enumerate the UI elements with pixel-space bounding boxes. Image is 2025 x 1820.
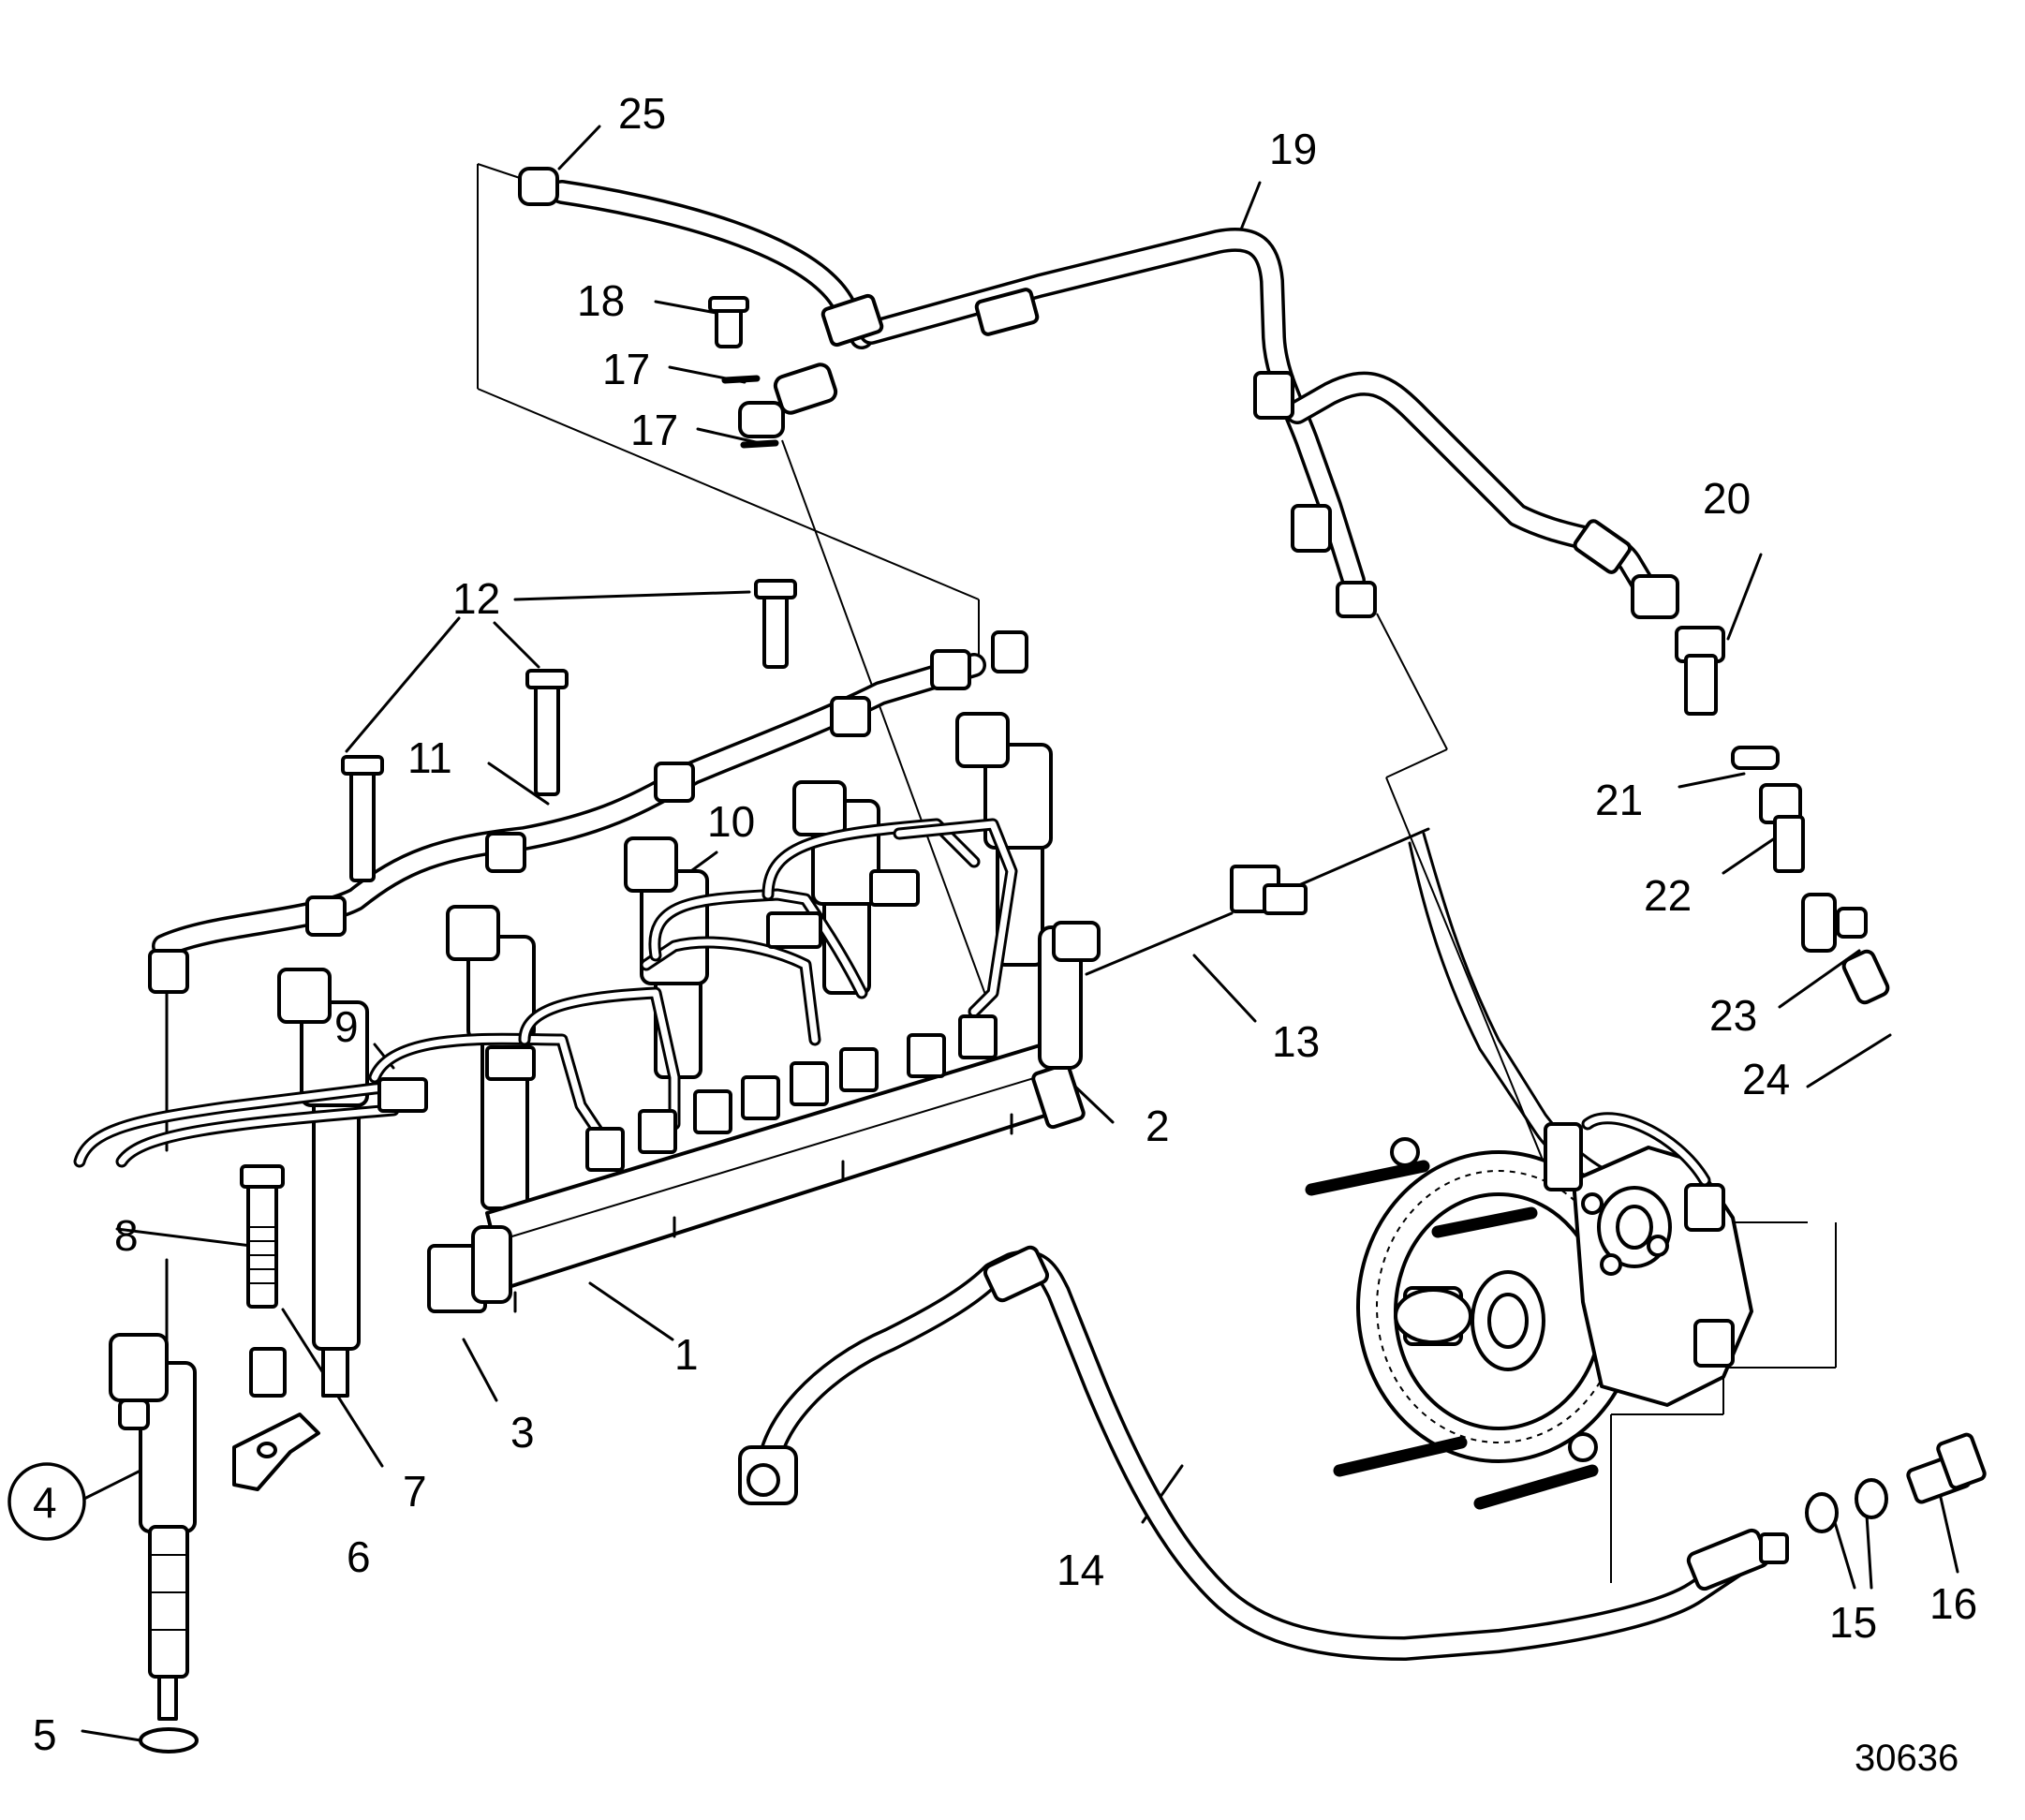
callout-10: 10 — [707, 797, 755, 846]
sealing-washer-15a — [1805, 1492, 1839, 1533]
callout-21: 21 — [1595, 776, 1643, 824]
callout-11: 11 — [407, 733, 452, 782]
callout-25: 25 — [618, 89, 666, 138]
callout-16: 16 — [1929, 1579, 1977, 1628]
callout-14: 14 — [1057, 1546, 1104, 1594]
callout-22: 22 — [1644, 871, 1692, 920]
callout-8: 8 — [114, 1211, 139, 1260]
connector-parts-20-24 — [1631, 574, 1890, 1005]
fuel-pipe-14 — [738, 1245, 1987, 1661]
callout-3: 3 — [510, 1408, 535, 1457]
callout-17-upper: 17 — [602, 345, 650, 393]
callout-23: 23 — [1709, 991, 1757, 1040]
callout-15: 15 — [1829, 1598, 1877, 1647]
banjo-fitting — [738, 401, 785, 438]
callout-labels: 1 2 3 4 5 6 7 8 9 10 11 12 13 14 15 16 1… — [33, 89, 1977, 1759]
bolts-12 — [341, 579, 797, 882]
callout-5: 5 — [33, 1710, 57, 1759]
common-rail-1 — [427, 921, 1101, 1313]
high-pressure-pump — [1305, 1112, 1753, 1510]
connector-22 — [1773, 815, 1805, 873]
callout-19: 19 — [1269, 125, 1317, 173]
callout-13: 13 — [1272, 1017, 1320, 1066]
callout-4: 4 — [33, 1478, 57, 1527]
o-ring-21 — [1731, 746, 1780, 770]
spacer-7 — [249, 1347, 287, 1398]
high-pressure-pipes — [73, 818, 1018, 1168]
drawing-number: 30636 — [1855, 1738, 1958, 1779]
callout-9: 9 — [334, 1002, 359, 1051]
connector-20 — [1684, 654, 1718, 716]
callout-1: 1 — [674, 1330, 699, 1379]
hose-clamp-25 — [518, 167, 559, 206]
cap-24 — [1841, 949, 1890, 1005]
callout-18: 18 — [577, 276, 625, 325]
callout-24: 24 — [1742, 1055, 1790, 1103]
loose-injector-parts — [109, 1164, 320, 1753]
callout-20: 20 — [1703, 474, 1751, 523]
clamp-23 — [1836, 907, 1868, 939]
callout-12: 12 — [452, 574, 500, 623]
sealing-washer-15b — [1855, 1478, 1888, 1519]
callout-17-lower: 17 — [630, 406, 678, 454]
circled-callout-4 — [7, 1462, 86, 1541]
o-ring-5 — [139, 1727, 199, 1753]
callout-7: 7 — [403, 1467, 427, 1516]
callout-2: 2 — [1146, 1102, 1170, 1150]
return-hose-assembly — [518, 167, 1656, 618]
callout-6: 6 — [347, 1532, 371, 1581]
leak-off-hose-11 — [148, 630, 1028, 994]
